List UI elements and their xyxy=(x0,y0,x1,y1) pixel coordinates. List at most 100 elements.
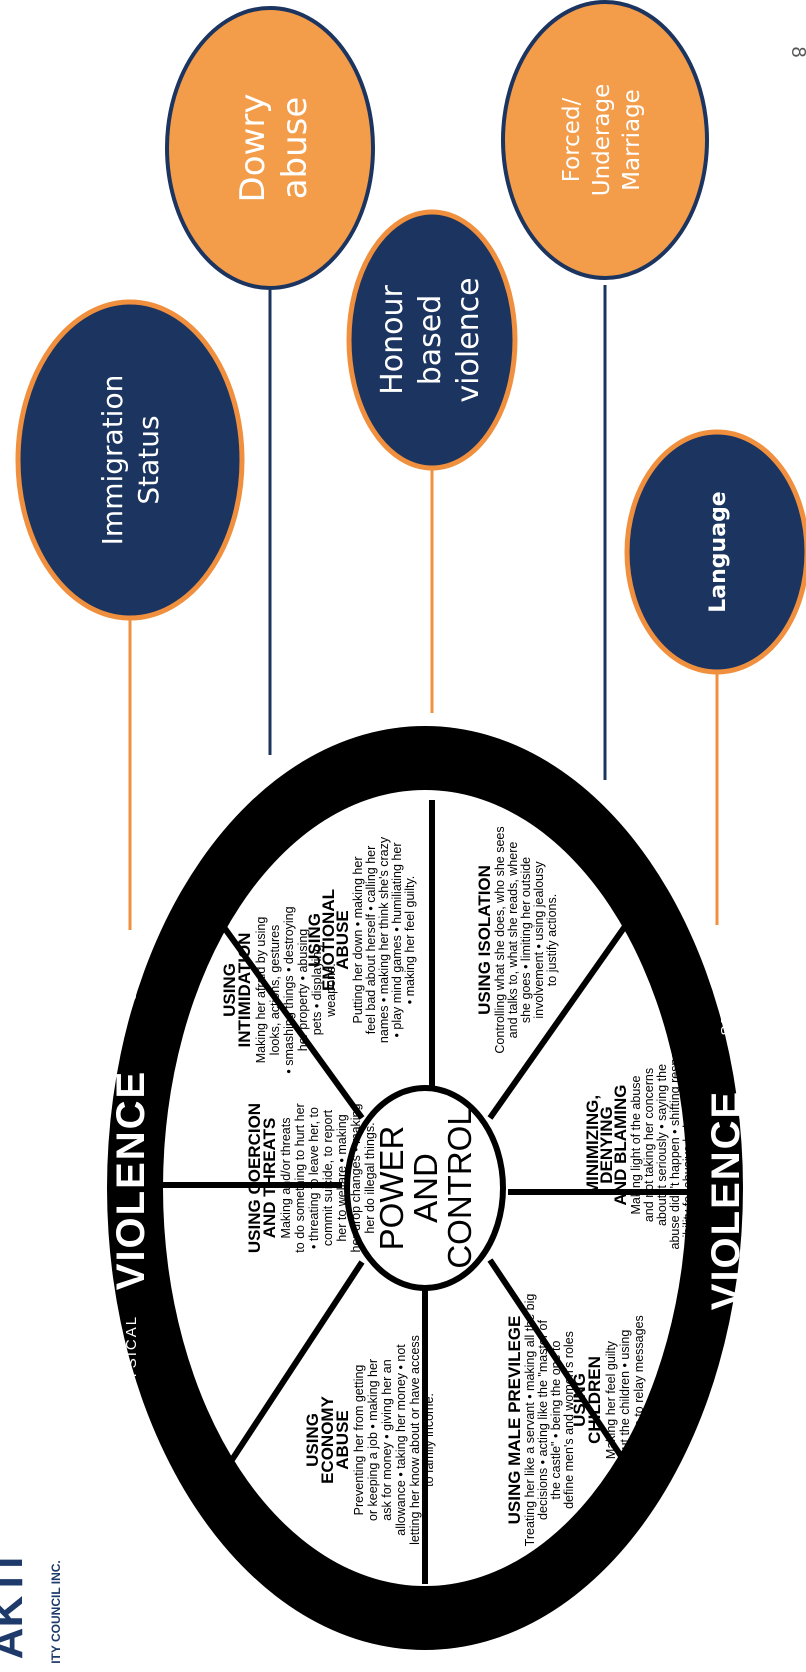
segment-body-line: Preventing her from getting xyxy=(352,1365,366,1516)
segment-body-line: she goes • limiting her outside xyxy=(519,857,533,1023)
segment-body-line: • threating to leave her, to xyxy=(307,1107,321,1249)
hub-power: POWER xyxy=(373,1126,410,1251)
segment-body-line: commit suicide, to report xyxy=(321,1109,335,1246)
bubble-language-line1: Language xyxy=(706,491,731,612)
page-number: 8 xyxy=(787,46,806,57)
bubble-dowry-line2: abuse xyxy=(275,97,315,200)
segment-body-line: • smashing things • destroying xyxy=(282,906,296,1073)
segment-body-line: her property • abusing xyxy=(296,929,310,1052)
segment-body-line: Making light of the abuse xyxy=(629,1075,643,1214)
segment-body-line: define men's and women's roles xyxy=(562,1331,576,1509)
segment-body-line: feel bad about herself • calling her xyxy=(364,846,378,1035)
segment-body-line: Putting her down • making her xyxy=(351,857,365,1024)
segment-body-line: Making and/or threats xyxy=(279,1118,293,1239)
segment-body-line: her to welfare • making xyxy=(335,1114,349,1241)
rim-top-sexual: SEXUAL xyxy=(123,929,140,1000)
segment-title-line: USING MALE PREVILEGE xyxy=(505,1316,524,1525)
segment-body-line: pets • displaying xyxy=(310,945,324,1036)
rim-bottom-violence: VIOLENCE xyxy=(704,1090,748,1310)
segment-body-line: or keeping a job • making her xyxy=(366,1359,380,1521)
segment-title-line: USING xyxy=(303,1413,322,1467)
hub-and: AND xyxy=(407,1153,444,1223)
segment-body-line: her drop changes • making xyxy=(349,1104,363,1253)
segment-title-line: MINIMIZING, xyxy=(583,1095,602,1195)
segment-body-line: names • making her think she's crazy xyxy=(377,836,391,1043)
rim-bottom-sexual: SEXUAL xyxy=(718,964,735,1035)
bubble-forced-line1: Forced/ xyxy=(559,97,585,182)
segment-body-line: Making her feel guilty xyxy=(604,1340,618,1459)
segment-title-line: CHILDREN xyxy=(585,1356,604,1444)
segment-body-line: letting her know about or have access xyxy=(408,1335,422,1545)
logo-sub: ITY COUNCIL INC. xyxy=(49,1560,63,1664)
bubble-honour-violence: Honour based violence xyxy=(346,209,518,471)
bubble-forced-marriage: Forced/ Underage Marriage xyxy=(501,0,709,280)
segment-body-line: ask for money • giving her an xyxy=(380,1359,394,1520)
power-control-wheel: POWER AND CONTROL PHYSICAL VIOLENCE SEXU… xyxy=(107,726,748,1650)
segment-title-line: INTIMIDATION xyxy=(235,933,254,1048)
segment-title-line: USING xyxy=(570,1373,589,1427)
bubble-dowry-line1: Dowry xyxy=(233,94,273,203)
segment-body-line: allowance • taking her money • not xyxy=(394,1344,408,1536)
segment-body-line: decisions • acting like the "master of xyxy=(536,1320,550,1520)
bubble-dowry-abuse: Dowry abuse xyxy=(165,6,375,290)
bubble-immigration-line2: Status xyxy=(132,415,165,504)
segment-body-line: involvement • using jealousy xyxy=(532,861,546,1019)
rim-top-physical: PHYSICAL xyxy=(123,1315,140,1405)
bubble-language: Language xyxy=(624,429,806,675)
segment-body-line: the castle" • being the one to xyxy=(549,1340,563,1499)
segment-body-line: Controlling what she does, who she sees xyxy=(493,826,507,1053)
hub-control: CONTROL xyxy=(441,1107,478,1268)
rim-bottom-physical: PHYSICAL xyxy=(718,1365,735,1455)
connector-lines xyxy=(128,285,719,930)
segment-title-line: ECONOMY xyxy=(318,1395,337,1484)
segment-body-line: the children to relay messages xyxy=(632,1315,646,1485)
bubble-forced-line2: Underage xyxy=(589,84,615,196)
bubble-honour-line1: Honour xyxy=(375,285,410,395)
segment-title-line: USING COERCION xyxy=(245,1103,264,1253)
segment-title-line: AND THREATS xyxy=(260,1118,279,1239)
wheel-spokes xyxy=(158,800,692,1584)
bubble-immigration-status: Immigration Status xyxy=(15,299,245,621)
segment-body-line: Treating her like a servant • making all… xyxy=(523,1294,537,1547)
segment-body-line: to family income. xyxy=(422,1393,436,1487)
segment-body-line: Making her afraid by using xyxy=(254,917,268,1064)
bubble-honour-line3: violence xyxy=(451,277,486,402)
segment-title-line: ABUSE xyxy=(333,1410,352,1470)
segment-title-line: ABUSE xyxy=(333,910,352,970)
segment-title-line: AND BLAMING xyxy=(611,1085,630,1206)
bubble-immigration-line1: Immigration xyxy=(96,375,129,546)
segment-body-line: • making her feel guilty. xyxy=(403,876,417,1005)
logo-main: AKTI xyxy=(0,1557,32,1660)
segment-body-line: about it seriously • saying the xyxy=(655,1064,669,1226)
segment-title-line: DENYING xyxy=(597,1106,616,1183)
segment-title-line: USING xyxy=(220,963,239,1017)
segment-body-line: weapons. xyxy=(324,963,338,1018)
segment-body-line: abuse didn't happen • shifting respon- xyxy=(668,1041,682,1250)
logo: AKTI ITY COUNCIL INC. xyxy=(0,1557,63,1664)
segment-body-line: and talks to, what she reads, where xyxy=(506,842,520,1039)
segment-body-line: to justify actions. xyxy=(545,894,559,986)
segment-body-line: her do illegal things. xyxy=(363,1122,377,1233)
segment-body-line: she caused it. xyxy=(694,1106,708,1183)
segment-title-line: USING ISOLATION xyxy=(475,865,494,1015)
segment-body-line: and not taking her concerns xyxy=(642,1068,656,1222)
segment-title-line: USING xyxy=(305,913,324,967)
bubble-honour-line2: based xyxy=(413,295,448,386)
segment-body-line: sibility for abusive behavior • saying xyxy=(681,1046,695,1244)
rim-top-violence: VIOLENCE xyxy=(109,1070,153,1290)
wheel-hub xyxy=(344,1085,506,1291)
segment-body-line: • play mind games • humiliating her xyxy=(390,843,404,1038)
bubble-forced-line3: Marriage xyxy=(619,89,645,191)
segment-title-line: EMOTIONAL xyxy=(319,889,338,991)
segment-body-line: looks, actions, gestures xyxy=(268,925,282,1056)
segment-body-line: to do something to hurt her xyxy=(293,1103,307,1252)
